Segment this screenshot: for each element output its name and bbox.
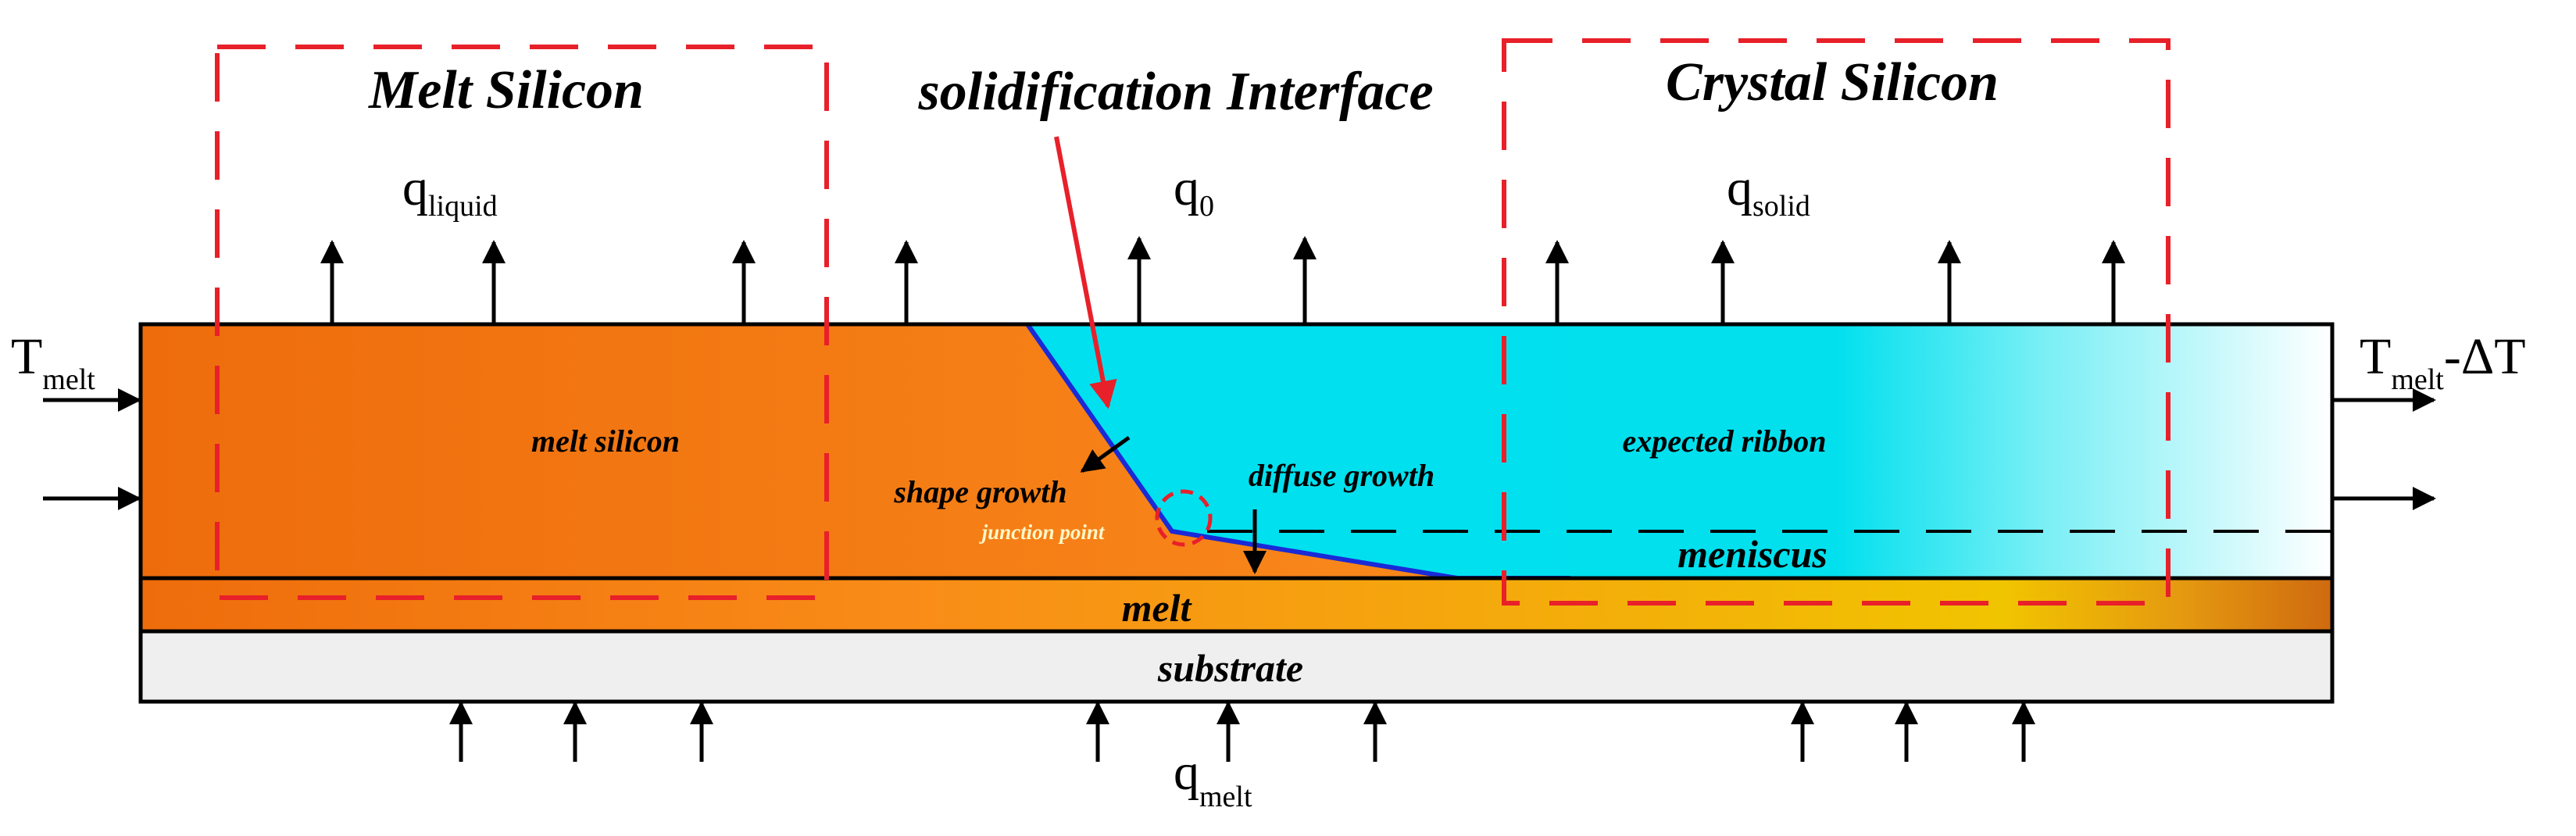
title-solidification-interface: solidification Interface <box>917 62 1433 122</box>
label-diffuse-growth: diffuse growth <box>1249 458 1434 493</box>
crystal-ribbon-region <box>1027 324 2332 578</box>
label-expected-ribbon: expected ribbon <box>1622 423 1826 459</box>
melt-silicon-box <box>215 45 829 600</box>
label-substrate: substrate <box>1157 646 1303 690</box>
q-zero-label: q0 <box>1174 159 1214 223</box>
shape-growth-arrow <box>1080 435 1131 473</box>
bottom-heat-flux-arrows <box>449 701 2035 762</box>
q-liquid-label: qliquid <box>402 159 498 223</box>
top-heat-flux-arrows <box>320 236 2125 324</box>
label-junction-point: junction point <box>979 520 1106 544</box>
side-arrows <box>43 388 2436 510</box>
ribbon-body <box>138 322 2335 581</box>
title-melt-silicon: Melt Silicon <box>368 60 644 120</box>
substrate-block <box>138 629 2335 704</box>
temp-left-label: Tmelt <box>11 328 95 396</box>
label-shape-growth: shape growth <box>893 474 1066 509</box>
melt-band <box>138 576 2335 634</box>
q-solid-label: qsolid <box>1727 159 1810 223</box>
interface-pointer-arrow <box>1054 136 1117 409</box>
junction-point-circle <box>1155 489 1213 547</box>
temp-right-label: Tmelt-ΔT <box>2360 328 2526 396</box>
crystal-silicon-box <box>1502 38 2170 606</box>
label-melt-silicon: melt silicon <box>531 423 680 459</box>
label-melt: melt <box>1122 586 1193 630</box>
title-crystal-silicon: Crystal Silicon <box>1666 52 1999 113</box>
label-meniscus: meniscus <box>1677 532 1827 576</box>
q-melt-label: qmelt <box>1174 744 1252 813</box>
